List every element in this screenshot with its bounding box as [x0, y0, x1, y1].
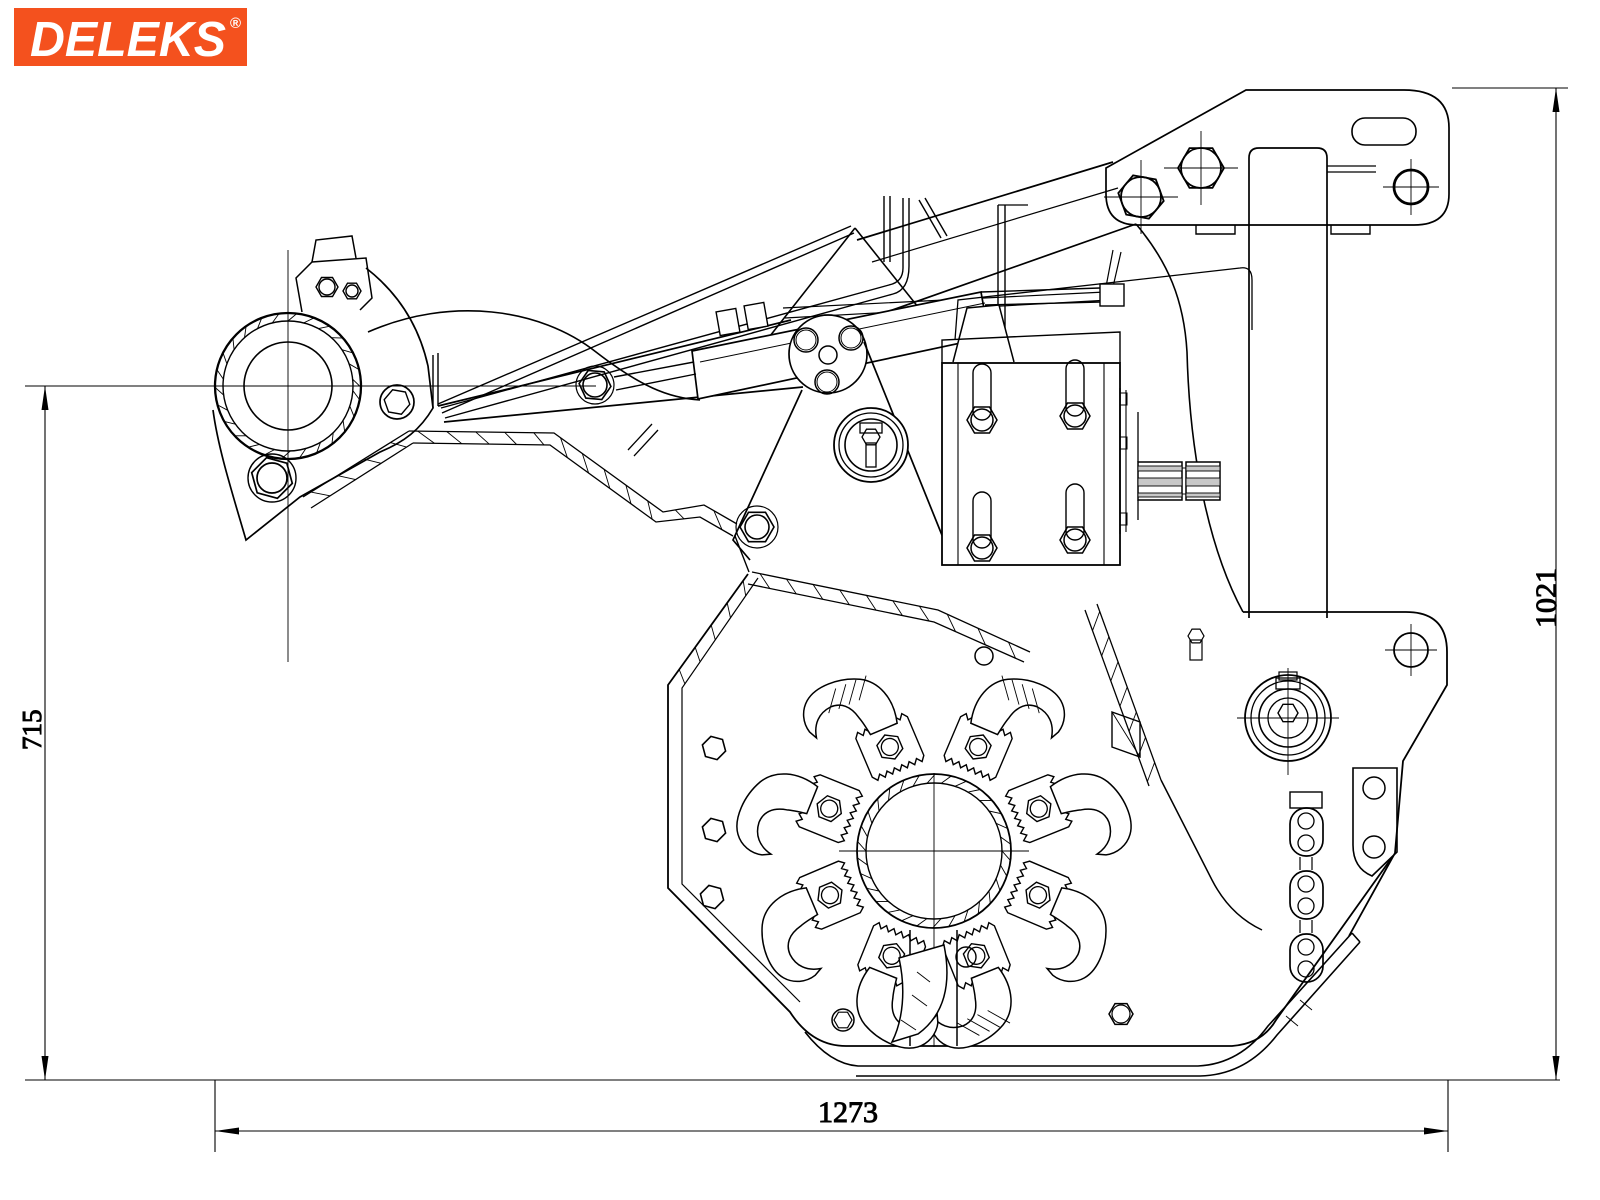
- svg-text:DELEKS: DELEKS: [30, 13, 226, 67]
- svg-text:1273: 1273: [818, 1096, 878, 1129]
- svg-text:®: ®: [230, 15, 241, 32]
- svg-text:715: 715: [17, 710, 47, 751]
- svg-text:1021: 1021: [1530, 568, 1563, 628]
